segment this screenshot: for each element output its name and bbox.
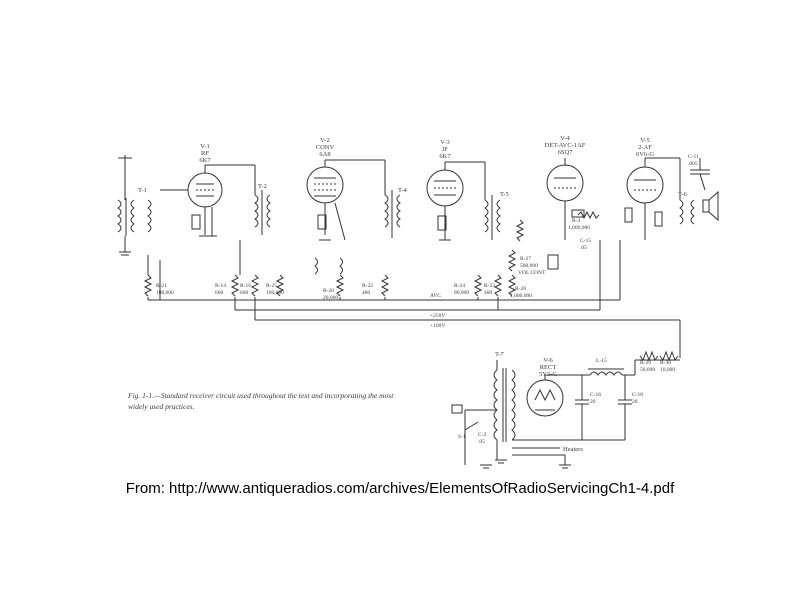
tube-v3-type: 6K7 [439,153,451,160]
filter-capacitors [520,375,632,441]
label-r21-value: 100,000 [156,290,174,296]
supply-buses [147,240,681,358]
label-volume-control: VOL CONT [518,270,546,276]
label-r22-value: 400 [362,290,371,296]
label-r27-value: 500,000 [520,263,538,269]
source-attribution: From: http://www.antiqueradios.com/archi… [125,480,675,497]
tube-labels: V-1 RF 6K7 V-2 CONV 6A8 V-3 IF 6K7 V-4 D… [199,135,654,378]
label-r23-ref: R-23 [484,283,495,289]
label-c11-ref: C-11 [688,154,699,160]
label-c15-value: .05 [580,245,587,251]
tube-v4-func: DET-AVC-1AF [545,142,586,149]
label-r22-ref: R-22 [362,283,373,289]
label-r24-value: 80,000 [454,290,469,296]
misc-labels: L-15 S-1 VOL CONT Heaters AVC +250V +100… [430,270,607,453]
label-r28-ref: R-28 [515,286,526,292]
label-c11-value: .005 [688,161,698,167]
tube-v5 [624,158,664,240]
label-c16-value: 20 [590,399,596,405]
label-r14-ref: R-14 [215,283,226,289]
label-t4: T-4 [398,187,408,194]
label-r23-value: 400 [484,290,493,296]
tube-v1-type: 6K7 [199,157,211,164]
label-c18-value: 20 [632,399,638,405]
capacitor-labels: C-11 .005 C-2 .05 C-16 20 C-18 20 C-15 .… [478,154,699,445]
label-r16-value: 600 [240,290,249,296]
label-r21-ref: R-21 [156,283,167,289]
heater-leads [512,439,566,465]
label-r14-value: 600 [215,290,224,296]
label-t6: T-6 [678,191,688,198]
tube-v6 [526,379,564,417]
label-r16-ref: R-16 [240,283,251,289]
antenna-icon [118,155,132,200]
choke-l15 [544,350,680,380]
tube-v3 [426,162,464,240]
label-heaters: Heaters [563,446,583,453]
tube-v4-type: 6SQ7 [558,149,574,156]
tube-v2-ref: V-2 [320,137,330,144]
label-avc-rail: AVC [430,293,441,299]
tube-v5-ref: V-5 [640,137,650,144]
label-r28-value: 1,000,000 [510,293,532,299]
label-c16-ref: C-16 [590,392,601,398]
label-switch: S-1 [458,434,466,440]
transformer-t2 [205,164,271,235]
tube-v3-func: IF [442,146,448,153]
label-t5: T-5 [500,191,509,198]
tube-v1 [160,165,223,237]
tube-v5-func: 2-AF [638,144,652,151]
capacitor-c11-symbol [690,158,710,191]
label-r27-ref: R-27 [520,256,531,262]
label-r29-value: 50,000 [640,367,655,373]
label-r3-value: 1,000,000 [568,225,590,231]
figure-caption: Fig. 1-1.—Standard receiver circuit used… [128,391,394,411]
label-r25-ref: R-25 [266,283,277,289]
label-t1: T-1 [138,187,147,194]
switch-s1 [451,404,497,465]
receiver-schematic: V-1 RF 6K7 V-2 CONV 6A8 V-3 IF 6K7 V-4 D… [117,135,719,469]
tube-v4 [546,158,585,270]
tube-v3-ref: V-3 [440,139,450,146]
tube-v2 [306,160,346,275]
power-transformer-t7 [493,360,516,460]
tube-v4-ref: V-4 [560,135,570,142]
resistor-labels: R-21 100,000 R-14 600 R-16 600 R-25 100,… [156,218,675,373]
tube-v2-func: CONV [316,144,335,151]
label-c18-ref: C-18 [632,392,643,398]
label-b-plus-100: +100V [430,323,445,329]
label-r30-ref: R-30 [660,360,671,366]
label-r29-ref: R-29 [640,360,651,366]
tube-v6-ref: V-6 [543,357,553,364]
label-c15-ref: C-15 [580,238,591,244]
transformer-t4 [325,159,401,238]
label-t7: T-7 [495,351,505,358]
label-r20-value: 20,000 [323,295,338,301]
resistor-symbols [143,210,600,297]
transformer-t5 [445,161,501,240]
label-r3-ref: R-3 [572,218,581,224]
label-c2-value: .05 [478,439,485,445]
tube-v6-type: 5Y3-G [539,371,557,378]
tube-v2-type: 6A8 [319,151,330,158]
tube-v6-func: RECT [540,364,557,371]
tube-v1-ref: V-1 [200,143,210,150]
label-b-plus-250: +250V [430,313,445,319]
label-t2: T-2 [258,183,267,190]
ground-symbols [199,235,571,469]
transformer-labels: T-1 T-2 T-4 T-5 T-6 T-7 [138,183,688,358]
label-c2-ref: C-2 [478,432,487,438]
label-r20-ref: R-20 [323,288,334,294]
tube-v5-type: 6V6-G [636,151,654,158]
label-r30-value: 10,000 [660,367,675,373]
transformer-t6 [645,157,695,225]
transformer-t1 [117,198,152,256]
speaker-icon [702,190,719,222]
tube-v1-func: RF [201,150,209,157]
label-choke: L-15 [596,358,607,364]
label-r24-ref: R-24 [454,283,465,289]
label-r25-value: 100,000 [266,290,284,296]
